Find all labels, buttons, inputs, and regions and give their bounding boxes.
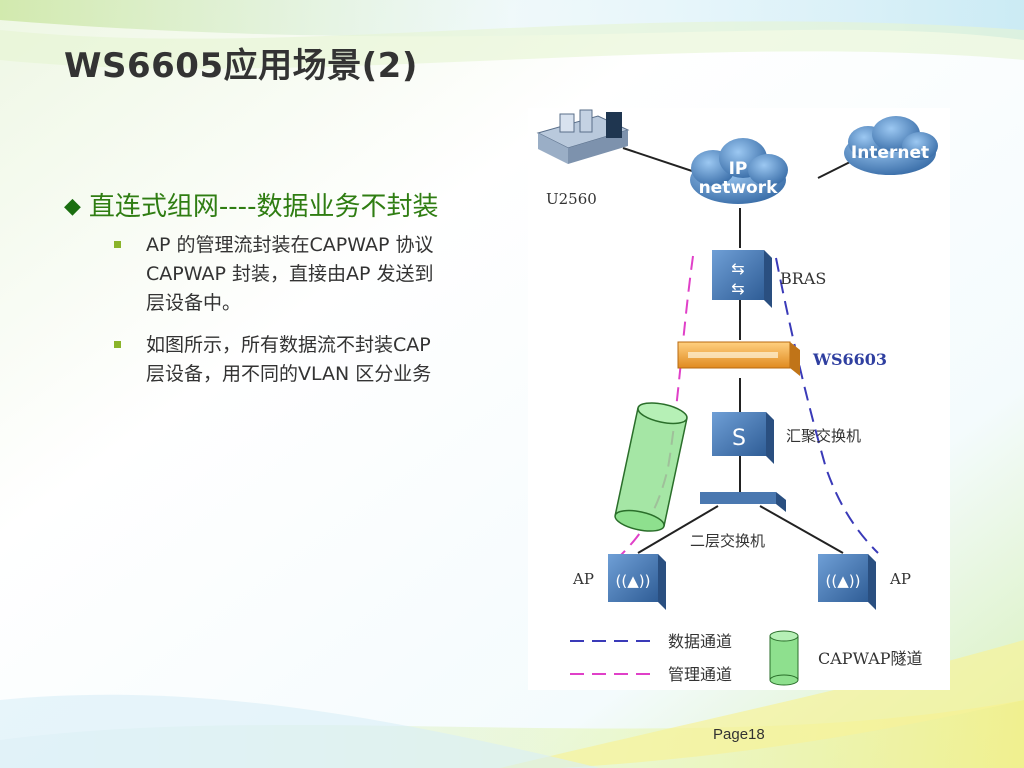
- aggregation-switch-label: 汇聚交换机: [786, 427, 861, 445]
- sub-bullet-1-line2: CAPWAP 封装，直接由AP 发送到: [146, 263, 434, 285]
- internet-cloud-icon: [844, 116, 938, 175]
- network-diagram: U2560 IP network Internet ⇆ ⇆ BRAS: [528, 108, 950, 690]
- legend-tunnel-icon: [769, 630, 799, 686]
- sub-bullet-2: 如图所示，所有数据流不封装CAP 层设备，用不同的VLAN 区分业务: [114, 331, 528, 389]
- sub-bullet-2-line2: 层设备，用不同的VLAN 区分业务: [146, 363, 432, 385]
- ap-left-icon: ((▲)): [608, 554, 666, 610]
- ip-network-label-line1: IP: [729, 159, 748, 179]
- square-bullet-icon: [114, 341, 121, 348]
- sub-bullet-1: AP 的管理流封装在CAPWAP 协议 CAPWAP 封装，直接由AP 发送到 …: [114, 231, 528, 318]
- svg-text:((▲)): ((▲)): [616, 572, 651, 590]
- diamond-bullet-icon: ◆: [64, 194, 81, 219]
- main-bullet-text: 直连式组网----数据业务不封装: [88, 192, 439, 222]
- ap-right-label: AP: [889, 570, 911, 588]
- capwap-tunnel-icon: [614, 402, 688, 532]
- server-label: U2560: [546, 190, 597, 208]
- svg-text:⇆: ⇆: [731, 259, 744, 278]
- sub-bullet-1-line3: 层设备中。: [146, 292, 242, 314]
- svg-text:⇆: ⇆: [731, 279, 744, 298]
- ip-network-cloud-icon: [690, 138, 788, 204]
- sub-bullet-1-line1: AP 的管理流封装在CAPWAP 协议: [146, 234, 434, 256]
- sub-bullet-2-line1: 如图所示，所有数据流不封装CAP: [146, 334, 431, 356]
- ws6603-device-icon: [677, 341, 800, 376]
- square-bullet-icon: [114, 241, 121, 248]
- main-bullet: ◆ 直连式组网----数据业务不封装: [64, 186, 438, 223]
- legend-data-label: 数据通道: [668, 632, 732, 651]
- server-icon: [536, 109, 630, 164]
- l2-switch-icon: [700, 492, 786, 512]
- switch-s-letter: S: [732, 426, 746, 451]
- aggregation-switch-icon: [712, 412, 774, 464]
- ip-network-label-line2: network: [699, 178, 779, 198]
- page-number: Page18: [713, 726, 765, 743]
- slide-title: WS6605应用场景(2): [64, 46, 418, 86]
- legend-tunnel-label: CAPWAP隧道: [818, 649, 923, 668]
- legend: 数据通道 管理通道 CAPWAP隧道: [570, 630, 923, 686]
- text-region: ◆ 直连式组网----数据业务不封装 AP 的管理流封装在CAPWAP 协议 CA…: [64, 186, 528, 389]
- l2-switch-label: 二层交换机: [690, 532, 765, 550]
- ap-right-icon: ((▲)): [818, 554, 876, 610]
- legend-mgmt-label: 管理通道: [668, 665, 732, 684]
- ws6603-label: WS6603: [812, 350, 887, 369]
- ap-left-label: AP: [572, 570, 594, 588]
- bras-label: BRAS: [780, 269, 826, 288]
- data-channel-line: [775, 257, 879, 554]
- bras-router-icon: ⇆ ⇆: [712, 250, 772, 308]
- internet-label: Internet: [851, 143, 929, 163]
- svg-text:((▲)): ((▲)): [826, 572, 861, 590]
